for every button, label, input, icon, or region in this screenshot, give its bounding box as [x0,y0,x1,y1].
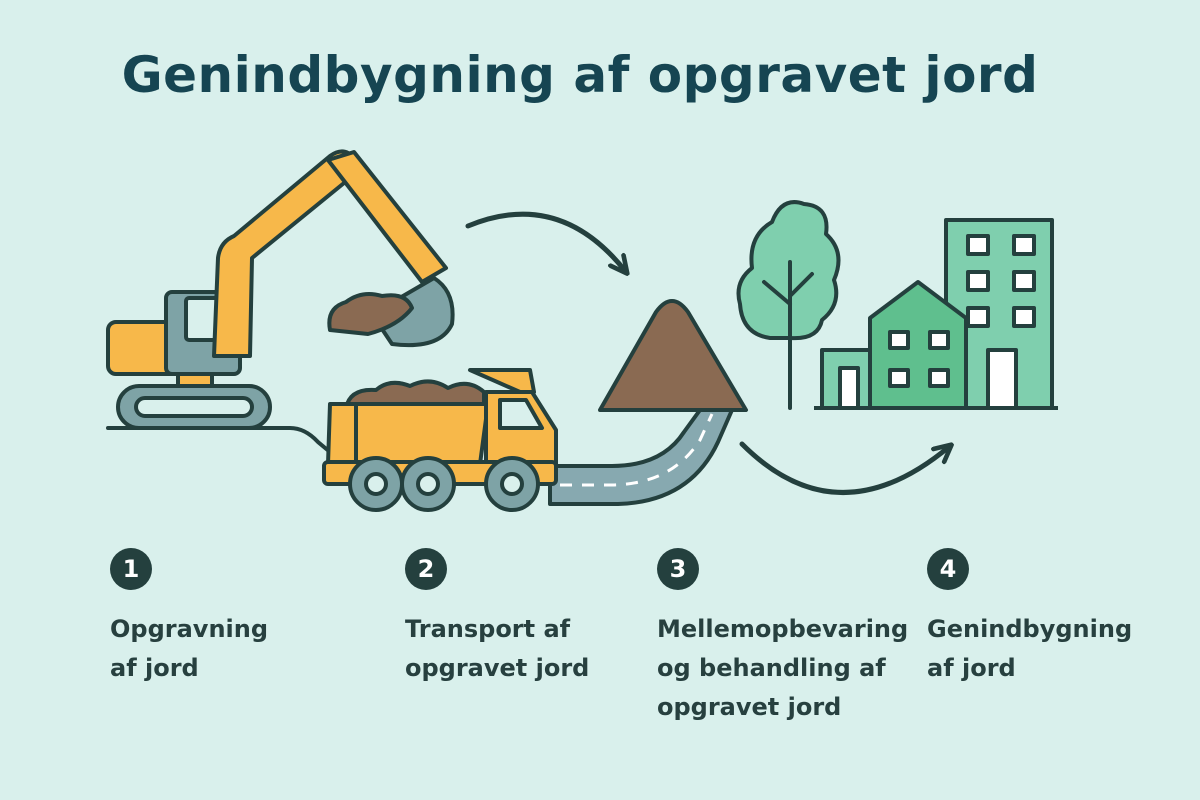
step-number-badge: 4 [927,548,969,590]
city-buildings-icon [814,218,1058,410]
step-1: 1 Opgravning af jord [110,548,380,688]
step-label: Mellemopbevaring og behandling af opgrav… [657,615,909,721]
step-2: 2 Transport af opgravet jord [405,548,675,688]
step-label: Genindbygning af jord [927,615,1133,682]
soil-pile-icon [598,299,748,412]
arrow-to-buildings [739,441,950,495]
excavator-icon [106,149,455,430]
step-number-badge: 1 [110,548,152,590]
step-label: Transport af opgravet jord [405,615,590,682]
ground-line [106,426,332,454]
process-illustration [106,149,1058,512]
dump-truck-icon [322,368,558,512]
arrow-to-pile [465,211,626,272]
page-title: Genindbygning af opgravet jord [121,46,1039,104]
step-4: 4 Genindbygning af jord [927,548,1197,688]
step-3: 3 Mellemopbevaring og behandling af opgr… [657,548,927,727]
step-number-badge: 3 [657,548,699,590]
step-label: Opgravning af jord [110,615,269,682]
tree-icon [736,200,841,410]
step-number-badge: 2 [405,548,447,590]
road [548,408,734,506]
